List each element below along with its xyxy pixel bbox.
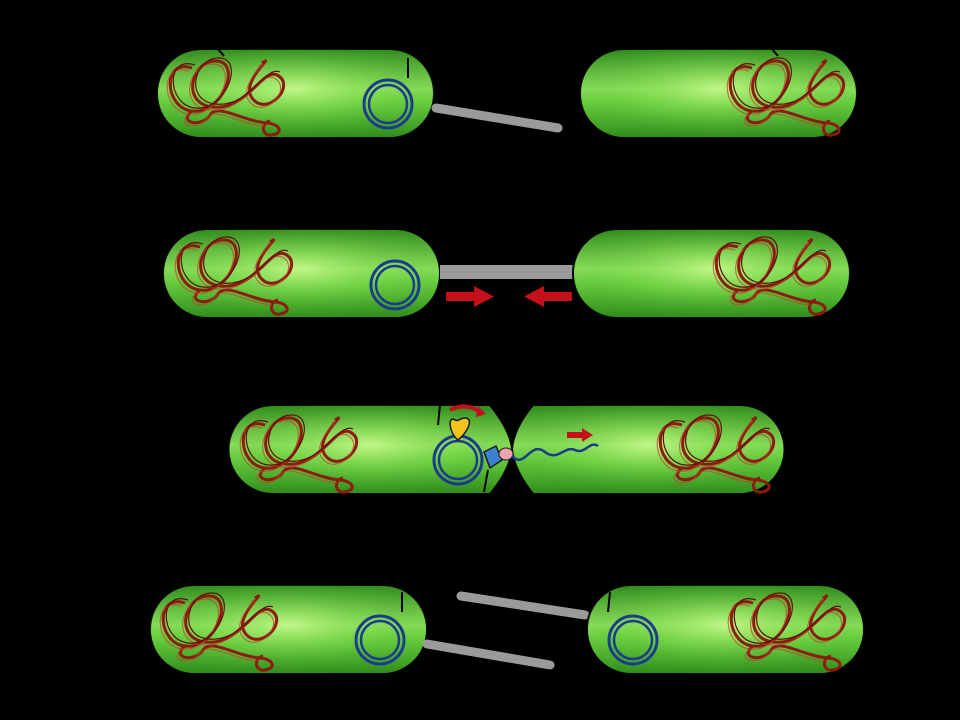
- stage-1: [156, 48, 858, 139]
- pilus-extending: [431, 103, 563, 133]
- stage-3: [227, 404, 786, 495]
- pilus-new: [456, 591, 590, 620]
- recipient-cell: [572, 228, 851, 319]
- relaxase-enzyme: [449, 417, 471, 441]
- stage-2: [162, 228, 851, 319]
- donor-cell: [227, 404, 514, 495]
- donor-cell: [156, 48, 435, 139]
- pilus-connecting: [440, 265, 574, 279]
- donor-cell: [162, 228, 441, 319]
- transferred-strand: [511, 443, 599, 461]
- donor-cell: [149, 584, 428, 675]
- coupling-protein-icon: [483, 444, 503, 470]
- recipient-cell: [586, 584, 865, 675]
- pilot-protein-icon: [498, 447, 514, 461]
- transfer-arrow: [567, 428, 593, 442]
- pull-arrow-left: [524, 286, 572, 307]
- recipient-cell: [579, 48, 858, 139]
- stage-4: [149, 584, 865, 675]
- recipient-cell: [510, 404, 786, 495]
- pull-arrow-right: [446, 286, 494, 307]
- pilus-detached: [422, 639, 555, 670]
